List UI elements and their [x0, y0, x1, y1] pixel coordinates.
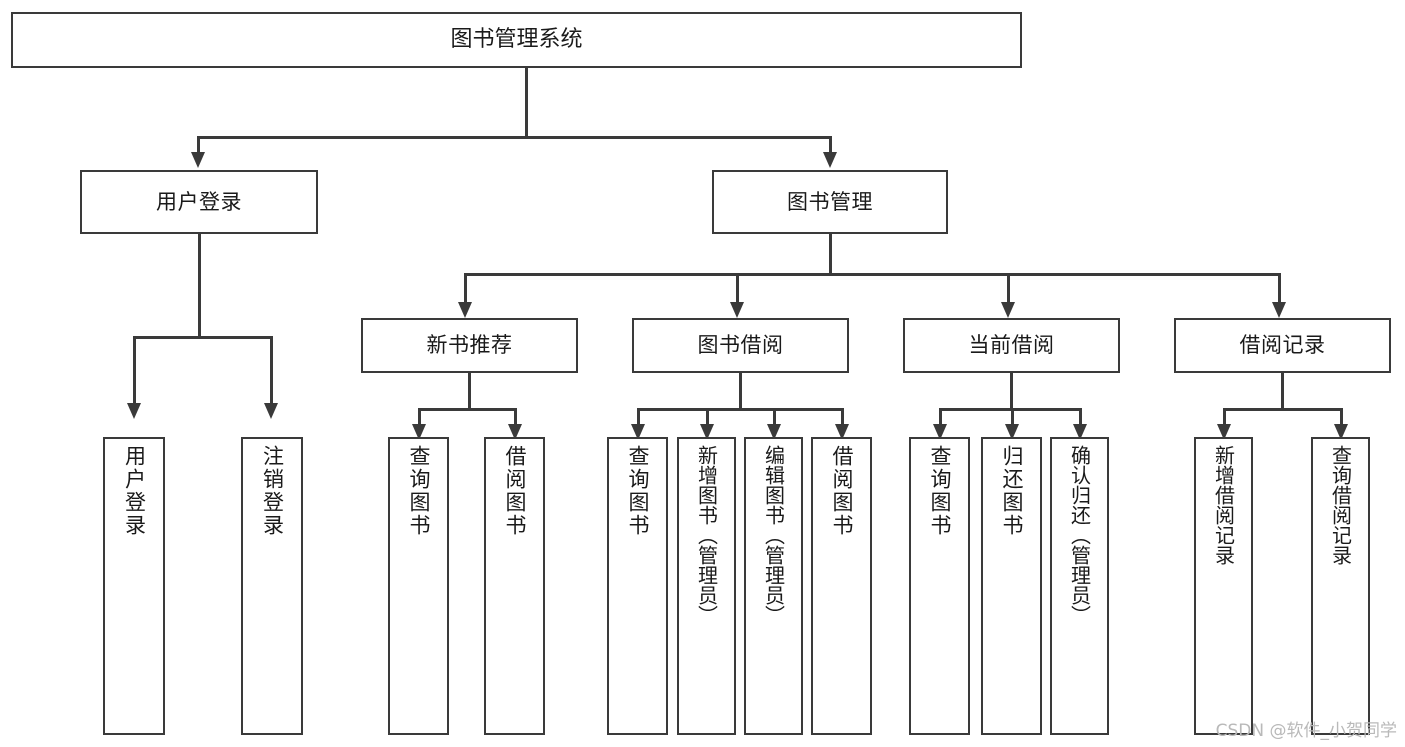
arrow-to-leaf-edit-book — [767, 424, 781, 440]
arrow-to-leaf-query-borrow-record — [1334, 424, 1348, 440]
node-leaf-add-borrow-record[interactable]: 新增借阅记录 — [1194, 437, 1253, 735]
node-leaf-return-book-label: 归还图书 — [1000, 445, 1024, 537]
node-leaf-borrow-book-1[interactable]: 借阅图书 — [484, 437, 545, 735]
connector-bm-to-current — [1007, 273, 1010, 303]
connector-borrow-to-leaf1 — [637, 408, 640, 425]
node-leaf-borrow-book-1-label: 借阅图书 — [503, 445, 527, 537]
connector-current-bus — [939, 408, 1080, 411]
connector-current-to-leaf3 — [1079, 408, 1082, 425]
connector-borrow-to-leaf3 — [773, 408, 776, 425]
node-current-borrow[interactable]: 当前借阅 — [903, 318, 1120, 373]
arrow-to-current-borrow — [1001, 302, 1015, 318]
node-leaf-query-book-3-label: 查询图书 — [928, 445, 952, 537]
node-new-book-recommend-label: 新书推荐 — [426, 333, 513, 358]
node-leaf-user-login[interactable]: 用户登录 — [103, 437, 165, 735]
connector-recommend-bus — [418, 408, 517, 411]
connector-user-login-to-leaf1 — [133, 336, 136, 404]
node-user-login-label: 用户登录 — [156, 189, 242, 214]
arrow-to-user-login — [191, 152, 205, 168]
node-book-manage-label: 图书管理 — [787, 189, 873, 214]
arrow-to-book-manage — [823, 152, 837, 168]
connector-user-login-bus — [133, 336, 272, 339]
node-book-borrow-label: 图书借阅 — [697, 333, 784, 358]
connector-bm-to-recommend — [464, 273, 467, 303]
connector-current-to-leaf1 — [939, 408, 942, 425]
node-leaf-logout-login[interactable]: 注销登录 — [241, 437, 303, 735]
connector-book-manage-bus — [464, 273, 1280, 276]
connector-root-bus — [197, 136, 831, 139]
connector-root-to-user-login — [197, 136, 200, 153]
node-leaf-user-login-label: 用户登录 — [122, 445, 147, 537]
connector-root-stem — [525, 68, 528, 137]
connector-current-stem — [1010, 373, 1013, 409]
connector-recommend-stem — [468, 373, 471, 409]
arrow-to-leaf-confirm-return — [1073, 424, 1087, 440]
node-leaf-edit-book[interactable]: 编辑图书（管理员） — [744, 437, 803, 735]
arrow-to-leaf-query-book-3 — [933, 424, 947, 440]
connector-record-to-leaf1 — [1223, 408, 1226, 425]
node-leaf-edit-book-label: 编辑图书（管理员） — [761, 445, 786, 625]
connector-borrow-stem — [739, 373, 742, 409]
arrow-to-leaf-query-book-2 — [631, 424, 645, 440]
connector-user-login-to-leaf2 — [270, 336, 273, 404]
arrow-to-leaf-add-borrow-record — [1217, 424, 1231, 440]
node-leaf-query-borrow-record[interactable]: 查询借阅记录 — [1311, 437, 1370, 735]
connector-root-to-book-manage — [829, 136, 832, 153]
node-leaf-query-book-2-label: 查询图书 — [626, 445, 650, 537]
node-book-borrow[interactable]: 图书借阅 — [632, 318, 849, 373]
arrow-to-leaf-borrow-book-1 — [508, 424, 522, 440]
connector-user-login-stem — [198, 234, 201, 337]
connector-record-stem — [1281, 373, 1284, 409]
connector-current-to-leaf2 — [1011, 408, 1014, 425]
connector-borrow-to-leaf4 — [841, 408, 844, 425]
arrow-to-leaf-return-book — [1005, 424, 1019, 440]
node-root[interactable]: 图书管理系统 — [11, 12, 1022, 68]
arrow-to-leaf-borrow-book-2 — [835, 424, 849, 440]
connector-borrow-bus — [637, 408, 841, 411]
node-leaf-logout-login-label: 注销登录 — [260, 445, 285, 537]
node-leaf-add-book[interactable]: 新增图书（管理员） — [677, 437, 736, 735]
node-leaf-query-book-3[interactable]: 查询图书 — [909, 437, 970, 735]
connector-record-bus — [1223, 408, 1341, 411]
connector-book-manage-stem — [829, 234, 832, 274]
node-leaf-confirm-return[interactable]: 确认归还（管理员） — [1050, 437, 1109, 735]
node-leaf-query-borrow-record-label: 查询借阅记录 — [1328, 445, 1353, 565]
arrow-to-leaf-add-book — [700, 424, 714, 440]
node-leaf-add-borrow-record-label: 新增借阅记录 — [1211, 445, 1236, 565]
node-leaf-query-book-1-label: 查询图书 — [407, 445, 431, 537]
node-borrow-record[interactable]: 借阅记录 — [1174, 318, 1391, 373]
node-leaf-query-book-2[interactable]: 查询图书 — [607, 437, 668, 735]
node-borrow-record-label: 借阅记录 — [1239, 333, 1326, 358]
connector-recommend-to-leaf1 — [418, 408, 421, 425]
connector-bm-to-record — [1278, 273, 1281, 303]
connector-bm-to-borrow — [736, 273, 739, 303]
node-leaf-confirm-return-label: 确认归还（管理员） — [1067, 445, 1092, 625]
node-leaf-return-book[interactable]: 归还图书 — [981, 437, 1042, 735]
node-new-book-recommend[interactable]: 新书推荐 — [361, 318, 578, 373]
connector-recommend-to-leaf2 — [514, 408, 517, 425]
arrow-to-book-borrow — [730, 302, 744, 318]
node-leaf-borrow-book-2-label: 借阅图书 — [830, 445, 854, 537]
arrow-to-leaf-logout-login — [264, 403, 278, 419]
connector-record-to-leaf2 — [1340, 408, 1343, 425]
arrow-to-leaf-user-login — [127, 403, 141, 419]
node-root-label: 图书管理系统 — [450, 27, 583, 53]
node-leaf-add-book-label: 新增图书（管理员） — [694, 445, 719, 625]
node-leaf-borrow-book-2[interactable]: 借阅图书 — [811, 437, 872, 735]
node-current-borrow-label: 当前借阅 — [968, 333, 1055, 358]
node-leaf-query-book-1[interactable]: 查询图书 — [388, 437, 449, 735]
arrow-to-new-book-recommend — [458, 302, 472, 318]
arrow-to-leaf-query-book-1 — [412, 424, 426, 440]
arrow-to-borrow-record — [1272, 302, 1286, 318]
connector-borrow-to-leaf2 — [706, 408, 709, 425]
node-book-manage[interactable]: 图书管理 — [712, 170, 948, 234]
node-user-login[interactable]: 用户登录 — [80, 170, 318, 234]
